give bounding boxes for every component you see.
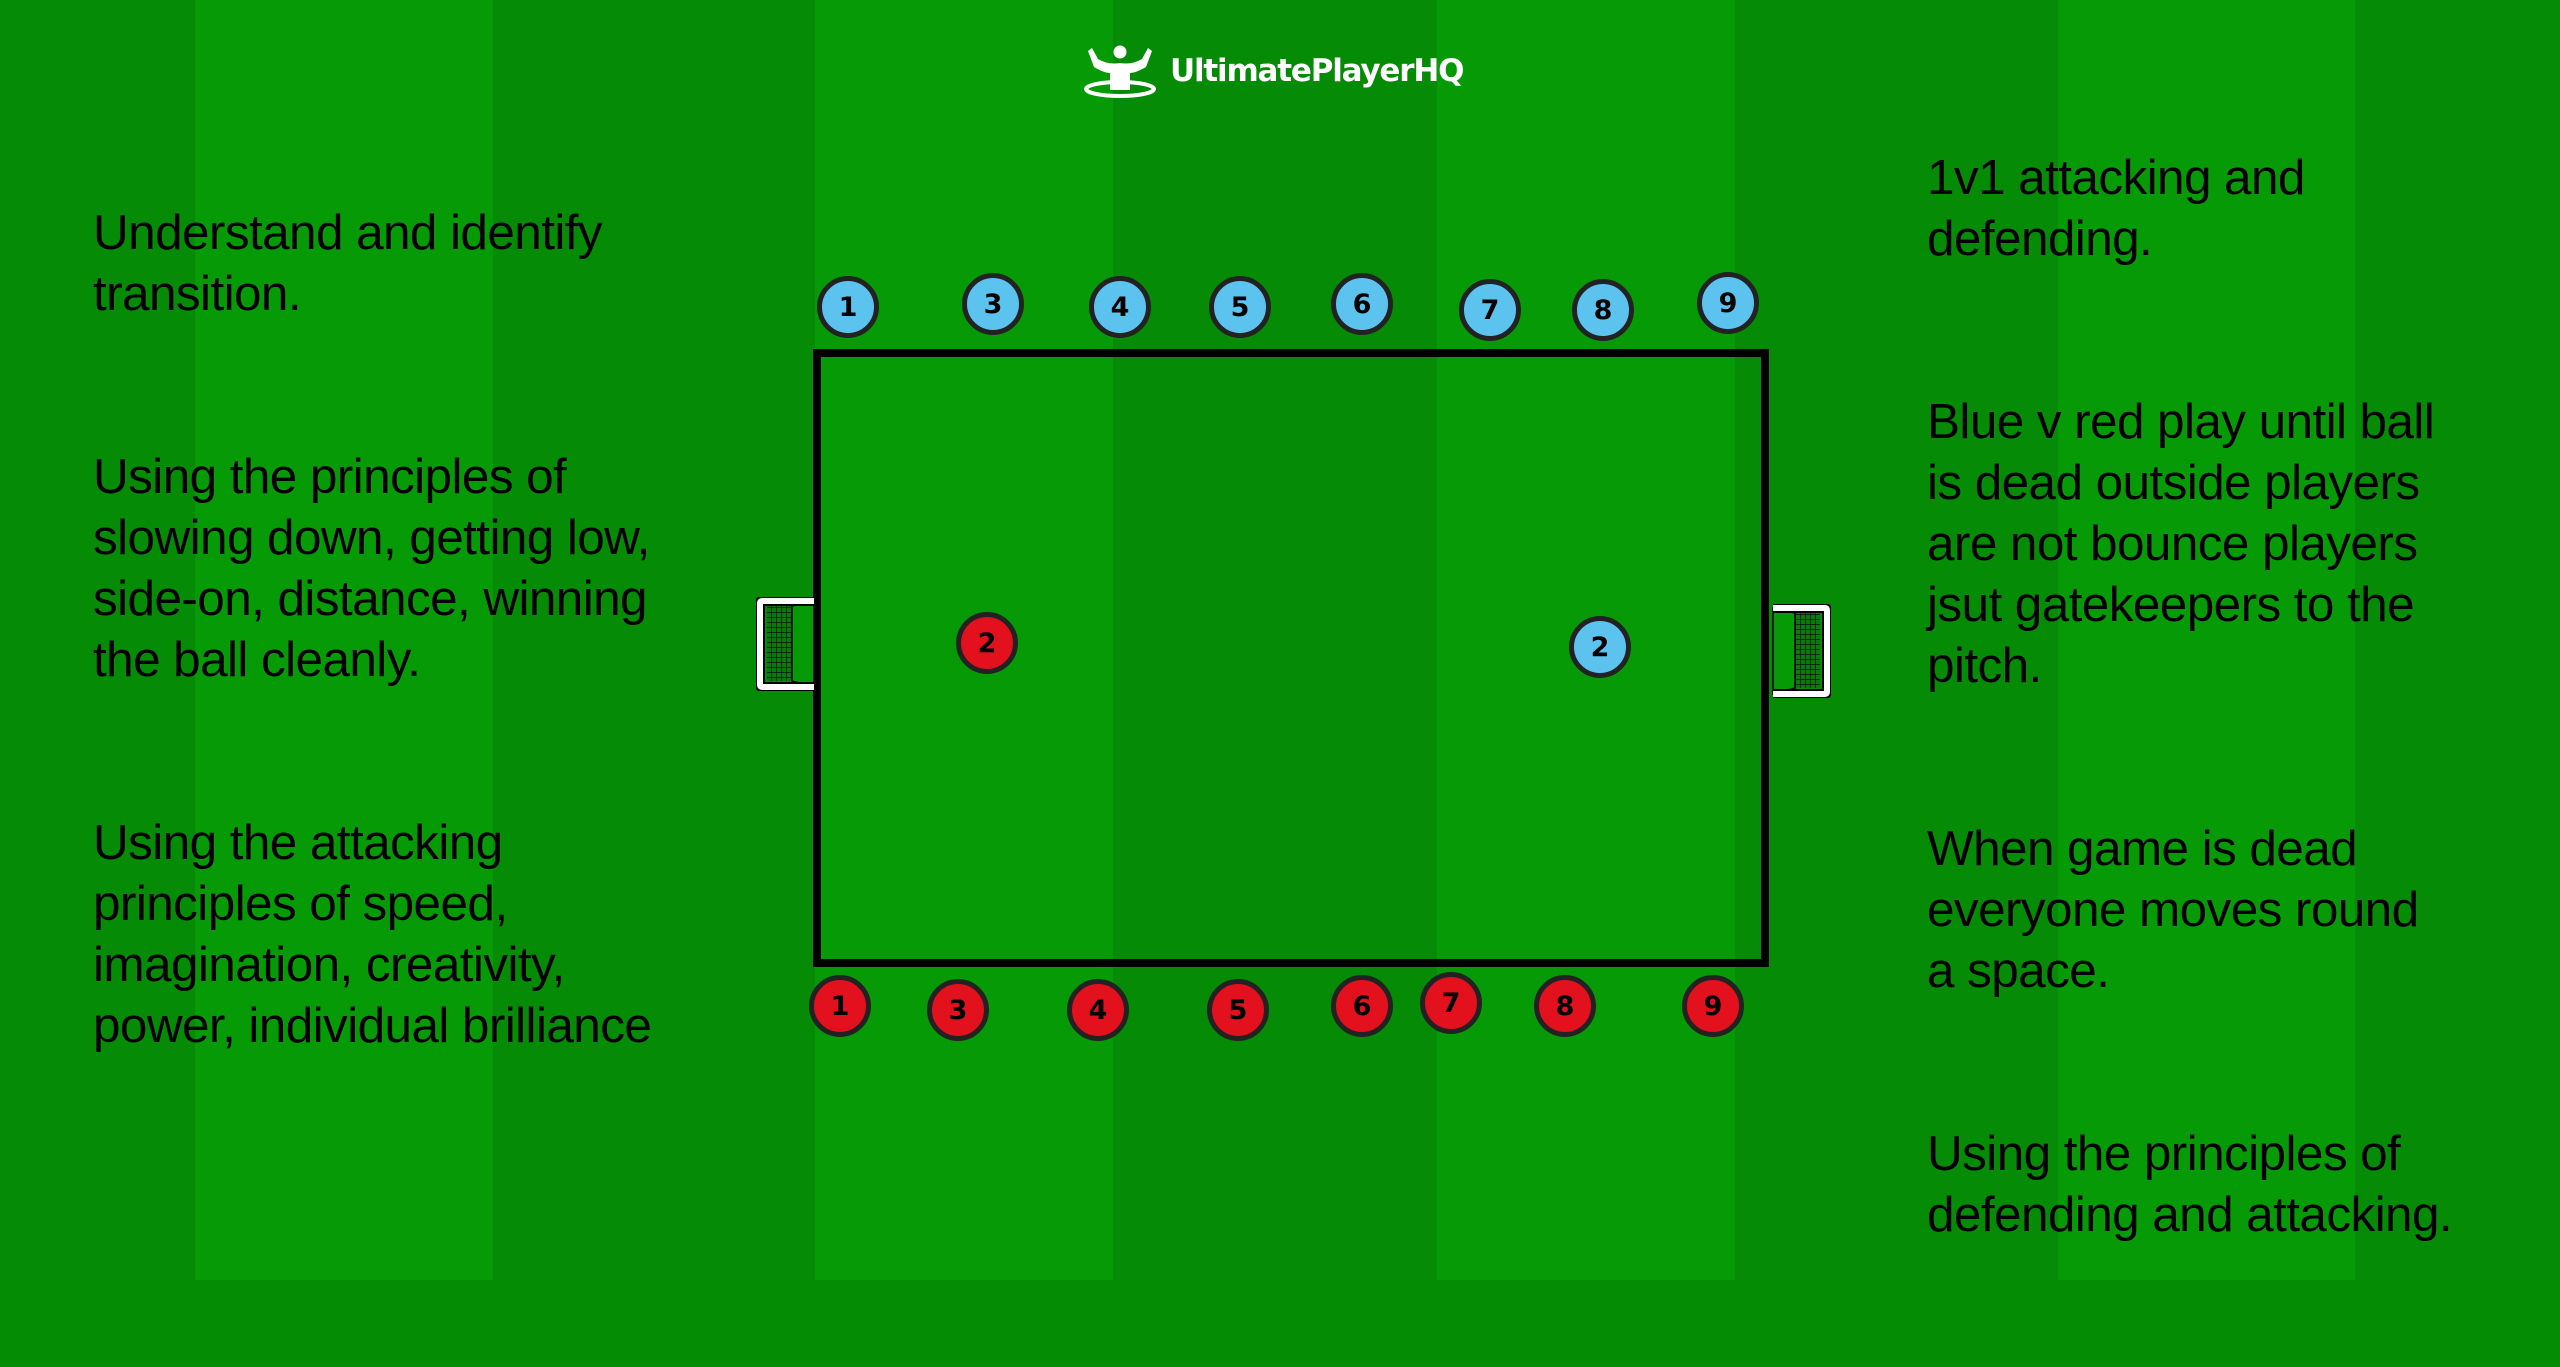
grass-stripes [0,0,2560,1280]
player-number: 3 [948,994,968,1026]
red-player-marker-inside[interactable]: 2 [956,612,1018,674]
player-number: 1 [838,291,858,323]
red-player-marker[interactable]: 3 [927,979,989,1041]
grass-stripe [1113,0,1437,1280]
player-number: 8 [1593,294,1613,326]
right-goal-icon [1769,604,1831,698]
player-number: 5 [1230,291,1250,323]
blue-player-marker-inside[interactable]: 2 [1569,616,1631,678]
pitch-boundary [813,349,1769,967]
red-player-marker[interactable]: 7 [1420,972,1482,1034]
player-number: 8 [1555,990,1575,1022]
note-paragraph: Using the principles of defending and at… [1927,1126,2453,1242]
blue-player-marker[interactable]: 6 [1331,273,1393,335]
player-number: 3 [983,288,1003,320]
red-player-marker[interactable]: 1 [809,975,871,1037]
grass-stripe [2355,0,2560,1280]
note-paragraph: When game is dead everyone moves round a… [1927,821,2419,998]
red-player-marker[interactable]: 6 [1331,975,1393,1037]
note-paragraph: Using the principles of slowing down, ge… [93,449,650,687]
note-paragraph: Using the attacking principles of speed,… [93,815,652,1053]
player-number: 7 [1480,294,1500,326]
blue-player-marker[interactable]: 8 [1572,279,1634,341]
player-number: 5 [1228,994,1248,1026]
player-number: 2 [977,627,997,659]
red-player-marker[interactable]: 9 [1682,975,1744,1037]
left-coaching-notes: Understand and identify transition. Usin… [93,141,733,1178]
blue-player-marker[interactable]: 5 [1209,276,1271,338]
brand-name: UltimatePlayerHQ [1170,53,1464,89]
red-player-marker[interactable]: 8 [1534,975,1596,1037]
grass-stripe [195,0,493,1280]
player-number: 9 [1703,990,1723,1022]
red-player-marker[interactable]: 4 [1067,979,1129,1041]
player-number: 6 [1352,288,1372,320]
player-number: 6 [1352,990,1372,1022]
left-goal-icon [756,597,818,691]
player-ring-logo-icon [1078,43,1162,101]
note-paragraph: Blue v red play until ball is dead outsi… [1927,394,2435,693]
note-paragraph: Understand and identify transition. [93,205,603,321]
blue-player-marker[interactable]: 1 [817,276,879,338]
player-number: 2 [1590,631,1610,663]
player-number: 7 [1441,987,1461,1019]
player-number: 4 [1088,994,1108,1026]
right-coaching-notes: 1v1 attacking and defending. Blue v red … [1927,86,2547,1367]
blue-player-marker[interactable]: 9 [1697,272,1759,334]
player-number: 4 [1110,291,1130,323]
grass-stripe [0,0,195,1280]
red-player-marker[interactable]: 5 [1207,979,1269,1041]
blue-player-marker[interactable]: 7 [1459,279,1521,341]
grass-stripe [2058,0,2355,1280]
brand-logo: UltimatePlayerHQ [1078,42,1464,102]
note-paragraph: 1v1 attacking and defending. [1927,150,2305,266]
player-number: 9 [1718,287,1738,319]
blue-player-marker[interactable]: 3 [962,273,1024,335]
player-number: 1 [830,990,850,1022]
blue-player-marker[interactable]: 4 [1089,276,1151,338]
